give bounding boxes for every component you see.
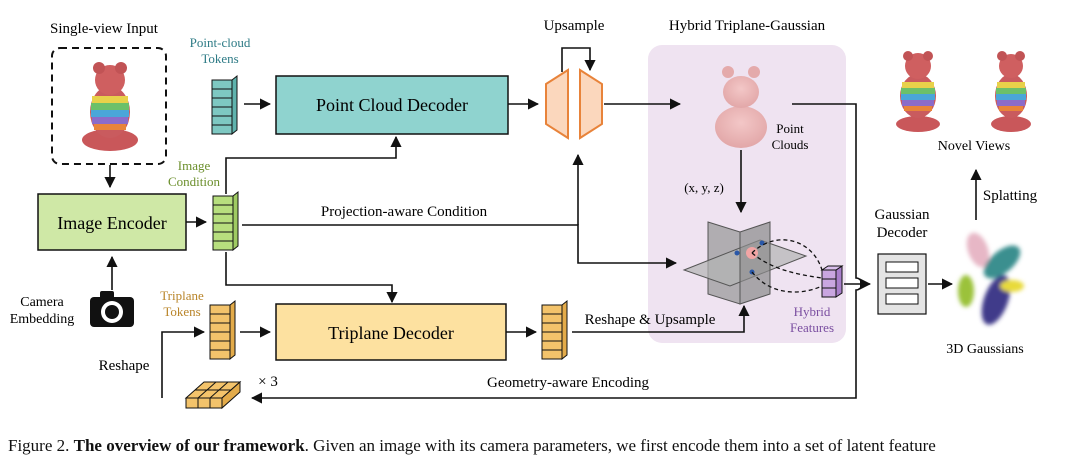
gaussian-decoder-block	[877, 253, 927, 315]
camera-icon	[90, 291, 134, 327]
framework-diagram: Single-view Input Image Encoder Camera E…	[10, 18, 1038, 410]
triplane-tokens-label-line1: Triplane	[160, 288, 204, 303]
times-three-label: × 3	[258, 374, 278, 390]
projection-aware-condition-label: Projection-aware Condition	[321, 204, 488, 220]
point-cloud-tokens	[211, 74, 238, 136]
triplane-planes	[682, 221, 823, 305]
input-image-frame	[51, 47, 167, 165]
novel-view-1-image	[896, 51, 940, 132]
triplane-decoder-label: Triplane Decoder	[328, 323, 454, 343]
geometry-aware-encoding-label: Geometry-aware Encoding	[487, 375, 650, 391]
camera-embedding-label-line1: Camera	[20, 295, 64, 310]
upsample-label: Upsample	[544, 18, 605, 34]
single-view-input-label: Single-view Input	[50, 21, 159, 37]
image-condition-label-line1: Image	[178, 158, 211, 173]
hybrid-features-label-line2: Features	[790, 320, 834, 335]
point-clouds-label-line2: Clouds	[772, 137, 809, 152]
gaussian-decoder-label-line2: Decoder	[877, 225, 928, 241]
image-condition-tokens	[212, 190, 239, 252]
point-cloud-decoder-box	[275, 75, 509, 135]
reshape-upsample-label: Reshape & Upsample	[585, 312, 716, 328]
xyz-label: (x, y, z)	[684, 180, 724, 195]
splatting-label: Splatting	[983, 188, 1038, 204]
figure-caption: Figure 2. The overview of our framework.…	[8, 436, 1078, 456]
hybrid-features-block	[820, 265, 844, 298]
point-cloud-tokens-label-line1: Point-cloud	[190, 35, 251, 50]
image-encoder-box	[37, 193, 187, 251]
caption-bold-title: The overview of our framework	[73, 436, 305, 455]
point-clouds-label-line1: Point	[776, 121, 804, 136]
point-cloud-tokens-label-line2: Tokens	[201, 51, 238, 66]
three-d-gaussians-image	[958, 232, 1024, 325]
novel-views-label: Novel Views	[938, 139, 1010, 154]
point-cloud-render	[715, 66, 767, 148]
bear-figurine-input-image	[82, 62, 138, 151]
triplane-tokens	[209, 299, 236, 361]
three-d-gaussians-label: 3D Gaussians	[946, 342, 1023, 357]
gaussian-decoder-label-line1: Gaussian	[875, 207, 930, 223]
hybrid-features-label-line1: Hybrid	[794, 304, 831, 319]
caption-text: . Given an image with its camera paramet…	[304, 436, 936, 455]
triplane-tokens-label-line2: Tokens	[163, 304, 200, 319]
camera-embedding-label-line2: Embedding	[10, 312, 75, 327]
triplane-output-tokens	[541, 299, 568, 361]
triplane-grid-icon	[184, 380, 242, 410]
hybrid-triplane-gaussian-label: Hybrid Triplane-Gaussian	[669, 18, 826, 34]
novel-view-2-image	[991, 51, 1031, 132]
caption-prefix: Figure 2.	[8, 436, 70, 455]
reshape-label: Reshape	[99, 358, 150, 374]
triplane-decoder-box	[275, 303, 507, 361]
image-encoder-label: Image Encoder	[57, 213, 166, 233]
upsample-block	[545, 47, 603, 140]
point-cloud-decoder-label: Point Cloud Decoder	[316, 95, 468, 115]
image-condition-label-line2: Condition	[168, 174, 221, 189]
